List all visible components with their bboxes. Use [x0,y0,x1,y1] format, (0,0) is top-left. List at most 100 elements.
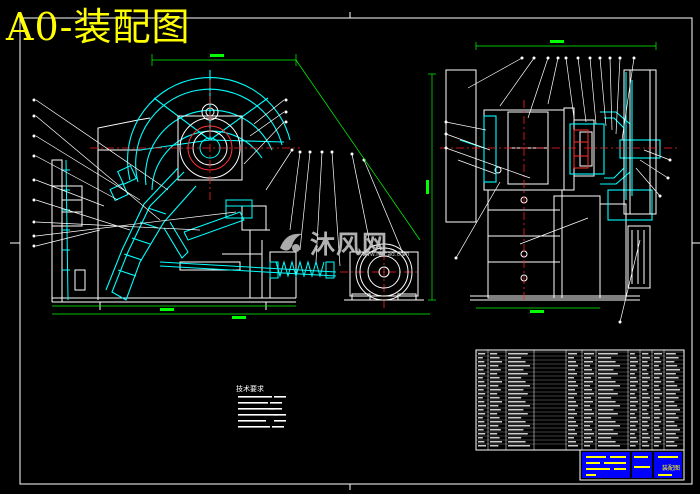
parts-cell [666,381,675,383]
parts-cell [584,357,591,359]
parts-cell [654,421,662,423]
parts-cell [584,397,591,399]
note-line [238,408,274,410]
dimension-text-side [160,40,564,319]
parts-cell [478,441,485,443]
parts-cell [490,401,502,403]
parts-cell [478,381,485,383]
parts-cell [478,361,485,363]
parts-cell [568,417,574,419]
parts-cell [598,417,612,419]
parts-cell [568,425,578,427]
parts-cell [478,429,484,431]
parts-cell [666,377,679,379]
centerlines-front [90,80,420,310]
parts-cell [478,413,486,415]
parts-cell [666,421,675,423]
parts-cell [568,389,575,391]
parts-cell [568,397,574,399]
parts-cell [508,425,530,427]
parts-cell [568,373,577,375]
parts-cell [598,397,612,399]
parts-cell [490,357,500,359]
parts-cell [478,409,484,411]
parts-cell [642,393,649,395]
parts-cell [508,369,524,371]
motor-view [344,243,424,301]
parts-cell [654,385,659,387]
watermark-logo-icon [280,233,302,252]
parts-cell [654,429,661,431]
side-view [160,40,680,324]
parts-cell [478,397,483,399]
parts-cell [508,381,526,383]
parts-cell [478,433,486,435]
parts-cell [568,429,575,431]
parts-cell [630,357,637,359]
parts-cell [584,361,593,363]
parts-cell [666,445,678,447]
parts-cell [630,369,638,371]
parts-cell [490,353,498,355]
note-line [238,420,266,422]
parts-cell [630,389,638,391]
parts-cell [630,425,636,427]
parts-cell [666,365,678,367]
parts-cell [508,429,524,431]
parts-cell [654,437,660,439]
parts-cell [666,425,678,427]
parts-cell [584,437,591,439]
parts-cell [598,421,616,423]
parts-cell [598,401,616,403]
parts-cell [508,389,524,391]
parts-cell [642,409,647,411]
parts-cell [584,373,594,375]
parts-cell [666,393,676,395]
parts-cell [490,393,498,395]
parts-list-rows [475,350,685,450]
technical-notes [238,396,286,428]
parts-cell [630,413,635,415]
parts-cell [598,377,612,379]
parts-cell [642,413,649,415]
parts-cell [490,445,499,447]
parts-cell [508,421,526,423]
parts-cell [598,437,612,439]
parts-cell [598,361,616,363]
parts-cell [508,353,528,355]
parts-cell [630,405,636,407]
parts-cell [654,381,662,383]
parts-cell [568,385,578,387]
bearing-red [573,129,589,169]
parts-cell [598,433,618,435]
parts-cell [630,441,638,443]
parts-cell [642,417,650,419]
parts-cell [598,441,616,443]
balloons-front [32,98,366,248]
parts-cell [654,445,659,447]
parts-cell [508,373,528,375]
parts-cell [490,405,499,407]
parts-cell [666,437,679,439]
parts-cell [584,377,591,379]
flywheel [127,70,291,191]
dimensions-side [428,42,657,309]
parts-cell [642,421,648,423]
parts-cell [568,401,576,403]
parts-cell [490,437,500,439]
parts-cell [654,401,662,403]
parts-cell [490,365,499,367]
parts-cell [666,369,680,371]
parts-cell [598,381,616,383]
parts-cell [630,433,635,435]
parts-cell [630,381,638,383]
parts-cell [666,357,679,359]
flywheels-side [623,69,657,215]
note-value [274,396,286,398]
parts-cell [490,385,499,387]
parts-cell [508,361,526,363]
parts-cell [584,445,590,447]
parts-cell [508,445,530,447]
parts-cell [584,365,590,367]
parts-cell [598,385,620,387]
